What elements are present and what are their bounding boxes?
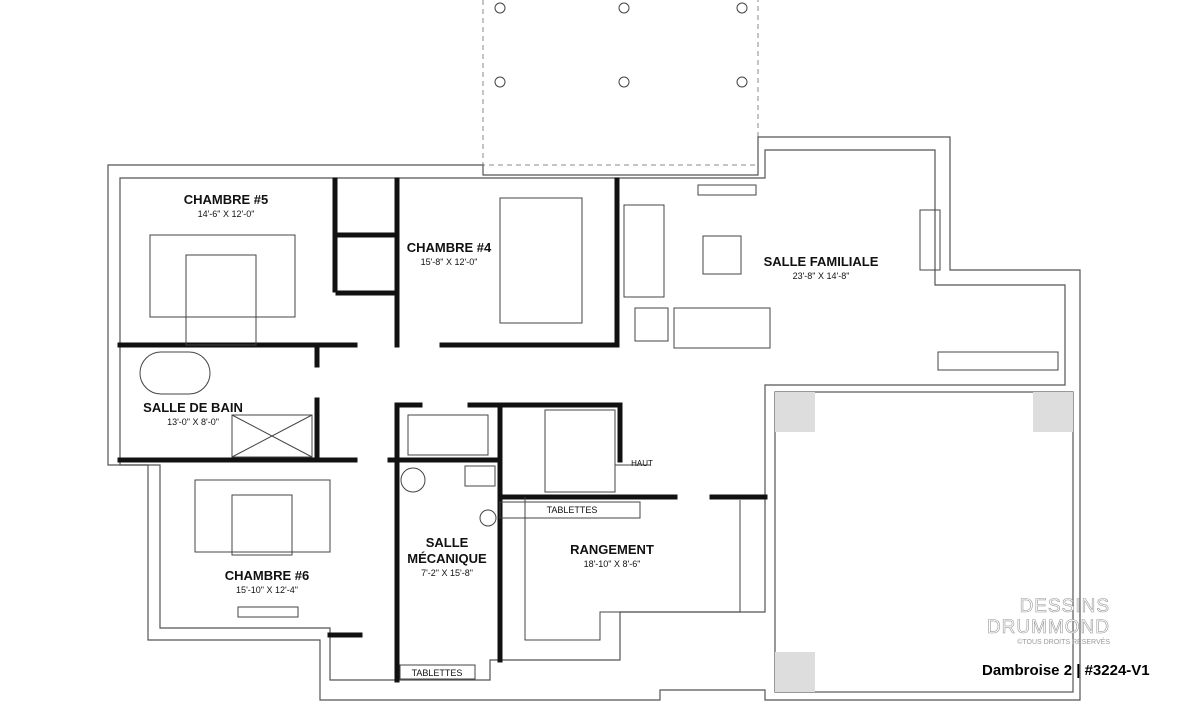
sofa (673, 307, 771, 349)
room-dims: 7'-2" X 15'-8" (421, 568, 473, 578)
hatch-pattern (1033, 392, 1073, 432)
interior-walls (117, 177, 768, 683)
hatch-pattern (775, 392, 815, 432)
dumbbell-rack (937, 351, 1059, 371)
stairs (544, 409, 616, 493)
hatch-pattern (775, 652, 815, 692)
room-label-salle-familiale: SALLE FAMILIALE 23'-8" X 14'-8" (764, 254, 879, 282)
room-label-chambre-6: CHAMBRE #6 15'-10" X 12'-4" (225, 568, 310, 596)
bathtub (139, 351, 211, 395)
room-name: CHAMBRE #4 (406, 240, 492, 255)
shelves-label: TABLETTES (411, 668, 463, 678)
bed (149, 234, 296, 318)
room-dims: 14'-6" X 12'-0" (197, 209, 255, 219)
plan-title: Dambroise 2 | #3224-V1 (982, 662, 1150, 679)
room-name: CHAMBRE #5 (183, 192, 269, 207)
room-dims: 23'-8" X 14'-8" (792, 271, 850, 281)
garage (774, 391, 1074, 693)
room-label-rangement: RANGEMENT 18'-10" X 8'-6" (570, 542, 654, 570)
patio (482, 0, 759, 166)
tv (697, 184, 757, 196)
room-label-salle-mecanique: SALLE MÉCANIQUE 7'-2" X 15'-8" (402, 535, 492, 579)
room-label-chambre-5: CHAMBRE #5 14'-6" X 12'-0" (184, 192, 269, 220)
exterior-walls (107, 136, 1081, 701)
bed (194, 479, 331, 553)
copyright: ©TOUS DROITS RÉSERVÉS (1017, 639, 1110, 646)
brand-line-2: DRUMMOND (986, 617, 1110, 639)
room-dims: 15'-10" X 12'-4" (236, 585, 298, 595)
weight-bench (919, 209, 941, 271)
room-label-salle-de-bain: SALLE DE BAIN 13'-0" X 8'-0" (143, 400, 243, 428)
bed (499, 197, 583, 324)
brand-line-1: DESSINS (1019, 596, 1110, 618)
room-name: SALLE DE BAIN (143, 400, 243, 415)
water-heater (400, 467, 426, 493)
room-label-chambre-4: CHAMBRE #4 15'-8" X 12'-0" (407, 240, 492, 268)
sofa (623, 204, 665, 298)
stairs-up-label: HAUT (631, 459, 653, 468)
shower (231, 414, 313, 458)
shelves-label: TABLETTES (546, 505, 598, 515)
room-dims: 13'-0" X 8'-0" (167, 417, 219, 427)
room-name: RANGEMENT (570, 542, 654, 557)
room-dims: 18'-10" X 8'-6" (583, 559, 641, 569)
room-name: SALLE FAMILIALE (763, 254, 879, 269)
coffee-table (702, 235, 742, 275)
furniture (139, 184, 1059, 680)
brand-logo: DESSINS DRUMMOND ©TOUS DROITS RÉSERVÉS (987, 596, 1110, 648)
room-name: SALLE MÉCANIQUE (407, 535, 487, 566)
room-name: CHAMBRE #6 (224, 568, 310, 583)
room-dims: 15'-8" X 12'-0" (420, 257, 478, 267)
